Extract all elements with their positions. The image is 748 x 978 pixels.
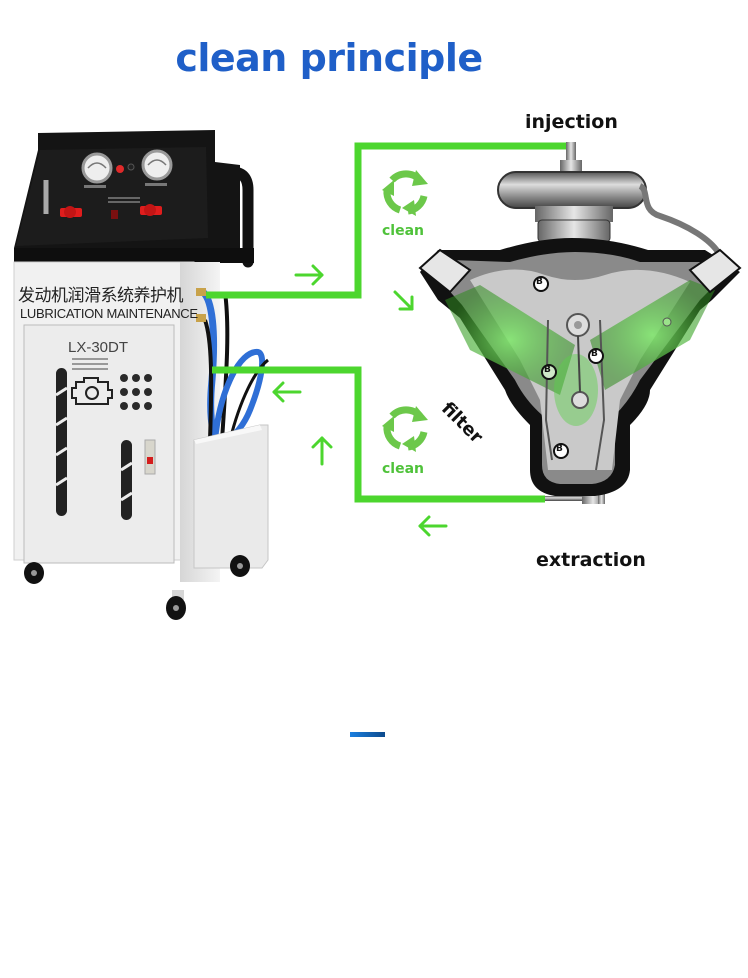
bearing-marker: B [536, 277, 543, 287]
section-divider [350, 732, 385, 737]
bearing-markers [533, 276, 672, 459]
arrow-down-right-icon [393, 290, 414, 311]
machine-model: LX-30DT [68, 339, 129, 356]
bearing-marker: B [544, 365, 551, 375]
recycle-icon [382, 406, 428, 452]
valve-right [140, 204, 162, 216]
arrow-up-icon [311, 436, 333, 466]
arrow-left-icon [418, 515, 448, 537]
engine-icon [71, 377, 113, 405]
clean-label-bottom: clean [382, 461, 425, 477]
valve-left [60, 206, 82, 218]
flow-lines [206, 142, 567, 503]
arrow-right-icon [294, 264, 324, 286]
machine-label-english: LUBRICATION MAINTENANCE [20, 306, 198, 321]
injection-label: injection [525, 111, 618, 133]
clean-label-top: clean [382, 223, 425, 239]
pressure-gauge-left [81, 152, 113, 184]
machine-label-chinese: 发动机润滑系统养护机 [18, 286, 184, 306]
bearing-marker: B [591, 349, 598, 359]
recycle-icon [382, 170, 428, 216]
caster-wheels [24, 555, 250, 620]
extraction-label: extraction [536, 549, 646, 571]
engine-cutaway [418, 142, 742, 496]
page-title: clean principle [175, 36, 483, 80]
pressure-gauge-right [141, 149, 173, 181]
arrow-left-icon [272, 381, 302, 403]
lubrication-machine [13, 130, 269, 620]
bearing-marker: B [556, 444, 563, 454]
